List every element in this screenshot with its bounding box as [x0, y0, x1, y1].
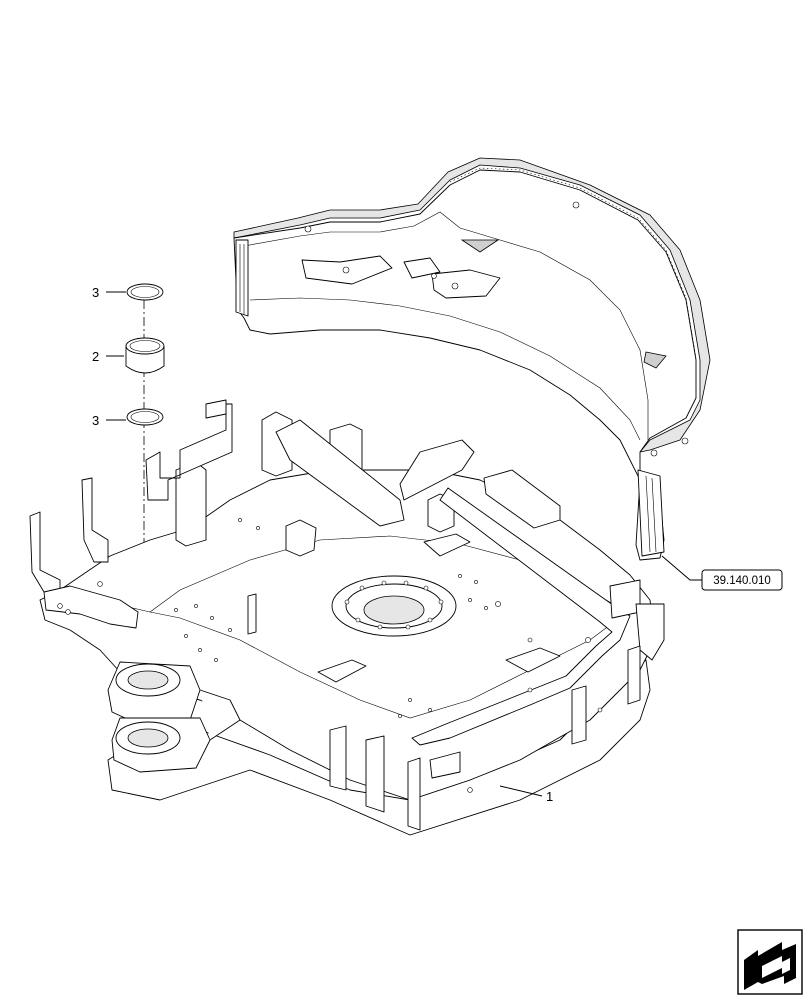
leader-item-1 [499, 785, 543, 797]
guard-rail [411, 469, 665, 746]
callout-item-2: 2 [92, 349, 99, 364]
rear-towers [175, 411, 475, 557]
reference-label: 39.140.010 [713, 575, 771, 587]
callout-item-1: 1 [546, 789, 553, 804]
seal-ring-top [126, 283, 164, 301]
seal-ring-bottom [126, 408, 164, 426]
boom-swing-bracket [107, 661, 241, 773]
counterweight-reference[interactable]: 39.140.010 [661, 555, 783, 591]
cab-mount-brackets [29, 399, 233, 629]
counterweight [233, 157, 711, 561]
upper-frame [29, 399, 665, 836]
next-page-arrow-icon[interactable] [737, 929, 803, 995]
bushing-stack [106, 283, 165, 680]
callout-item-3-bottom: 3 [92, 413, 99, 428]
swing-bearing-mount [331, 575, 457, 637]
bushing [125, 337, 165, 374]
callout-item-3-top: 3 [92, 285, 99, 300]
deck-holes [57, 518, 603, 793]
